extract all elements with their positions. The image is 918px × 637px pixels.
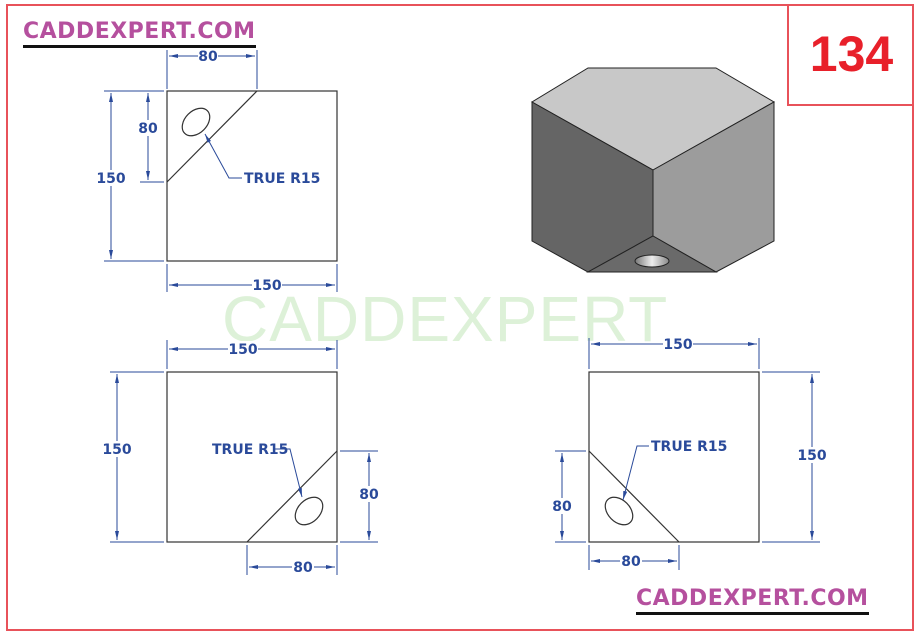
dim-bottom-left-top: 150 <box>228 342 257 358</box>
view-top-left <box>166 90 338 262</box>
view-isometric <box>531 67 776 273</box>
dim-bottom-right-top: 150 <box>663 337 692 353</box>
chamfer-edge <box>246 450 338 543</box>
iso-bottom-face <box>586 235 718 273</box>
brand-title-top[interactable]: CADDEXPERT.COM <box>23 20 256 48</box>
chamfer-edge <box>588 450 680 543</box>
hole <box>604 496 634 526</box>
dim-top-left-bottom: 150 <box>252 278 281 294</box>
outline <box>166 90 338 262</box>
drawing-frame <box>6 4 914 631</box>
dim-bottom-left-bottom: 80 <box>293 560 313 576</box>
hole <box>181 107 211 137</box>
exercise-number-box: 134 <box>787 4 914 106</box>
dim-bottom-right-bottom: 80 <box>621 554 641 570</box>
note-bottom-right: TRUE R15 <box>651 439 727 455</box>
dim-bottom-left-right: 80 <box>359 487 379 503</box>
dim-top-left-inner: 80 <box>138 121 158 137</box>
iso-hole <box>634 254 670 268</box>
iso-right-face <box>652 101 775 273</box>
dim-top-left-top: 80 <box>198 49 218 65</box>
dim-bottom-right-left: 80 <box>552 499 572 515</box>
exercise-number: 134 <box>809 26 894 82</box>
outline <box>166 371 338 543</box>
note-bottom-left: TRUE R15 <box>212 442 288 458</box>
view-bottom-right <box>588 371 760 543</box>
view-bottom-left <box>166 371 338 543</box>
dim-top-left-outer: 150 <box>96 171 125 187</box>
chamfer-edge <box>166 90 258 183</box>
dim-bottom-right-right: 150 <box>797 448 826 464</box>
note-top-left: TRUE R15 <box>244 171 320 187</box>
hole <box>294 496 324 526</box>
outline <box>588 371 760 543</box>
brand-title-bottom[interactable]: CADDEXPERT.COM <box>636 587 869 615</box>
dim-bottom-left-left: 150 <box>102 442 131 458</box>
